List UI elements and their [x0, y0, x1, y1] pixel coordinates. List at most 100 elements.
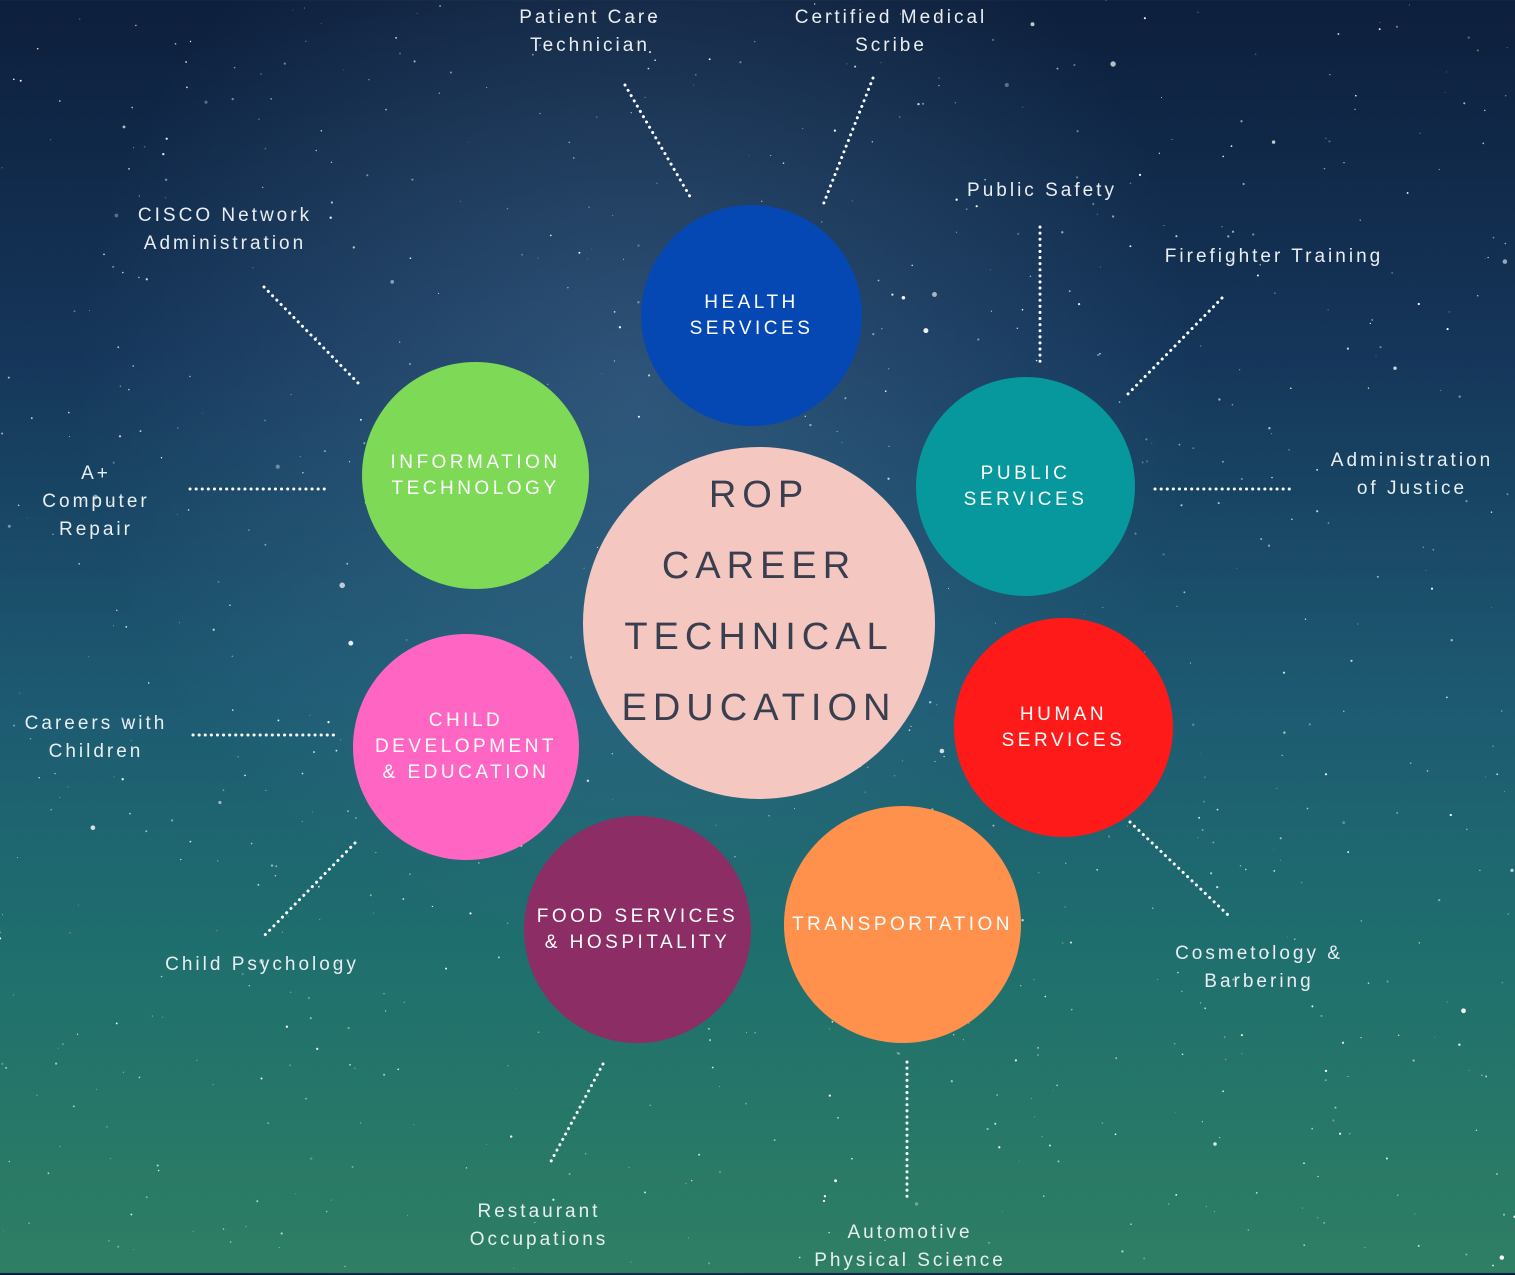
star: [938, 77, 940, 80]
connector-cisco: [262, 285, 362, 387]
star: [990, 310, 993, 312]
center-line-rop: ROP: [708, 474, 810, 516]
star: [685, 1182, 687, 1185]
star: [231, 709, 234, 711]
star: [77, 904, 79, 906]
star: [30, 417, 33, 419]
star: [1200, 1002, 1202, 1004]
program-child-psychology: Child Psychology: [165, 954, 359, 975]
star: [349, 1064, 351, 1066]
star: [383, 993, 385, 995]
star: [2, 914, 4, 916]
star: [628, 1166, 630, 1169]
star: [369, 894, 372, 897]
star: [1492, 745, 1494, 748]
category-label: TRANSPORTATION: [791, 913, 1014, 935]
star: [760, 200, 763, 203]
star: [1105, 0, 1107, 1]
star: [245, 1225, 247, 1228]
star: [901, 296, 906, 300]
star: [335, 749, 338, 752]
star: [1395, 25, 1399, 28]
star: [1101, 1122, 1104, 1124]
star: [289, 1064, 291, 1067]
star: [409, 873, 411, 875]
star: [26, 517, 28, 519]
star: [1468, 1070, 1470, 1072]
star: [828, 1232, 830, 1234]
star: [250, 842, 253, 845]
star: [164, 197, 166, 199]
star: [1096, 868, 1099, 871]
star: [814, 3, 816, 5]
star: [122, 271, 124, 274]
star: [1114, 1133, 1117, 1136]
star: [54, 772, 56, 775]
star: [1337, 33, 1340, 35]
star: [955, 231, 958, 233]
star: [62, 1043, 64, 1045]
star: [285, 1025, 289, 1028]
star: [1177, 971, 1179, 974]
star: [861, 11, 864, 13]
star: [1341, 1041, 1345, 1044]
star: [439, 4, 442, 8]
star: [932, 292, 937, 297]
star: [988, 1242, 990, 1244]
star: [330, 1199, 332, 1201]
star: [1236, 567, 1238, 570]
star: [1255, 1192, 1258, 1194]
star: [330, 201, 333, 204]
star: [1053, 1089, 1054, 1091]
category-transportation: TRANSPORTATION: [784, 806, 1021, 1043]
star: [618, 326, 622, 329]
star: [301, 772, 304, 775]
star: [372, 912, 375, 914]
star: [139, 430, 142, 433]
star: [1484, 109, 1486, 112]
connector-cosmetology: [1128, 820, 1230, 917]
star: [403, 1001, 405, 1003]
star: [1201, 828, 1204, 831]
star: [17, 504, 20, 507]
star: [1130, 1223, 1132, 1225]
star: [894, 775, 896, 777]
star: [302, 471, 304, 474]
star: [938, 84, 940, 87]
star: [690, 1179, 693, 1182]
star: [299, 456, 301, 458]
star: [1449, 813, 1452, 817]
star: [19, 79, 22, 82]
star: [782, 162, 785, 164]
star: [352, 246, 355, 249]
star: [1019, 984, 1022, 987]
star: [36, 1094, 38, 1097]
star: [1203, 800, 1206, 803]
star: [320, 130, 323, 132]
star: [1396, 811, 1399, 814]
star: [278, 1246, 280, 1248]
star: [1346, 347, 1349, 350]
star: [1426, 770, 1429, 772]
category-public-services: PUBLIC SERVICES: [916, 377, 1135, 596]
star: [887, 477, 890, 480]
star: [1308, 723, 1311, 726]
star: [264, 543, 267, 546]
star: [0, 931, 2, 934]
star: [1482, 142, 1485, 145]
star: [1213, 1211, 1215, 1213]
star: [1446, 696, 1448, 699]
star: [1, 1062, 4, 1065]
star: [1328, 140, 1331, 143]
star: [914, 1202, 919, 1206]
star: [402, 898, 405, 900]
star: [934, 760, 936, 762]
star: [315, 149, 317, 152]
star: [1303, 1162, 1305, 1165]
star: [1129, 182, 1132, 185]
star: [708, 1262, 711, 1265]
star: [67, 411, 70, 414]
star: [539, 44, 541, 46]
star: [57, 1047, 59, 1049]
star: [846, 63, 848, 65]
